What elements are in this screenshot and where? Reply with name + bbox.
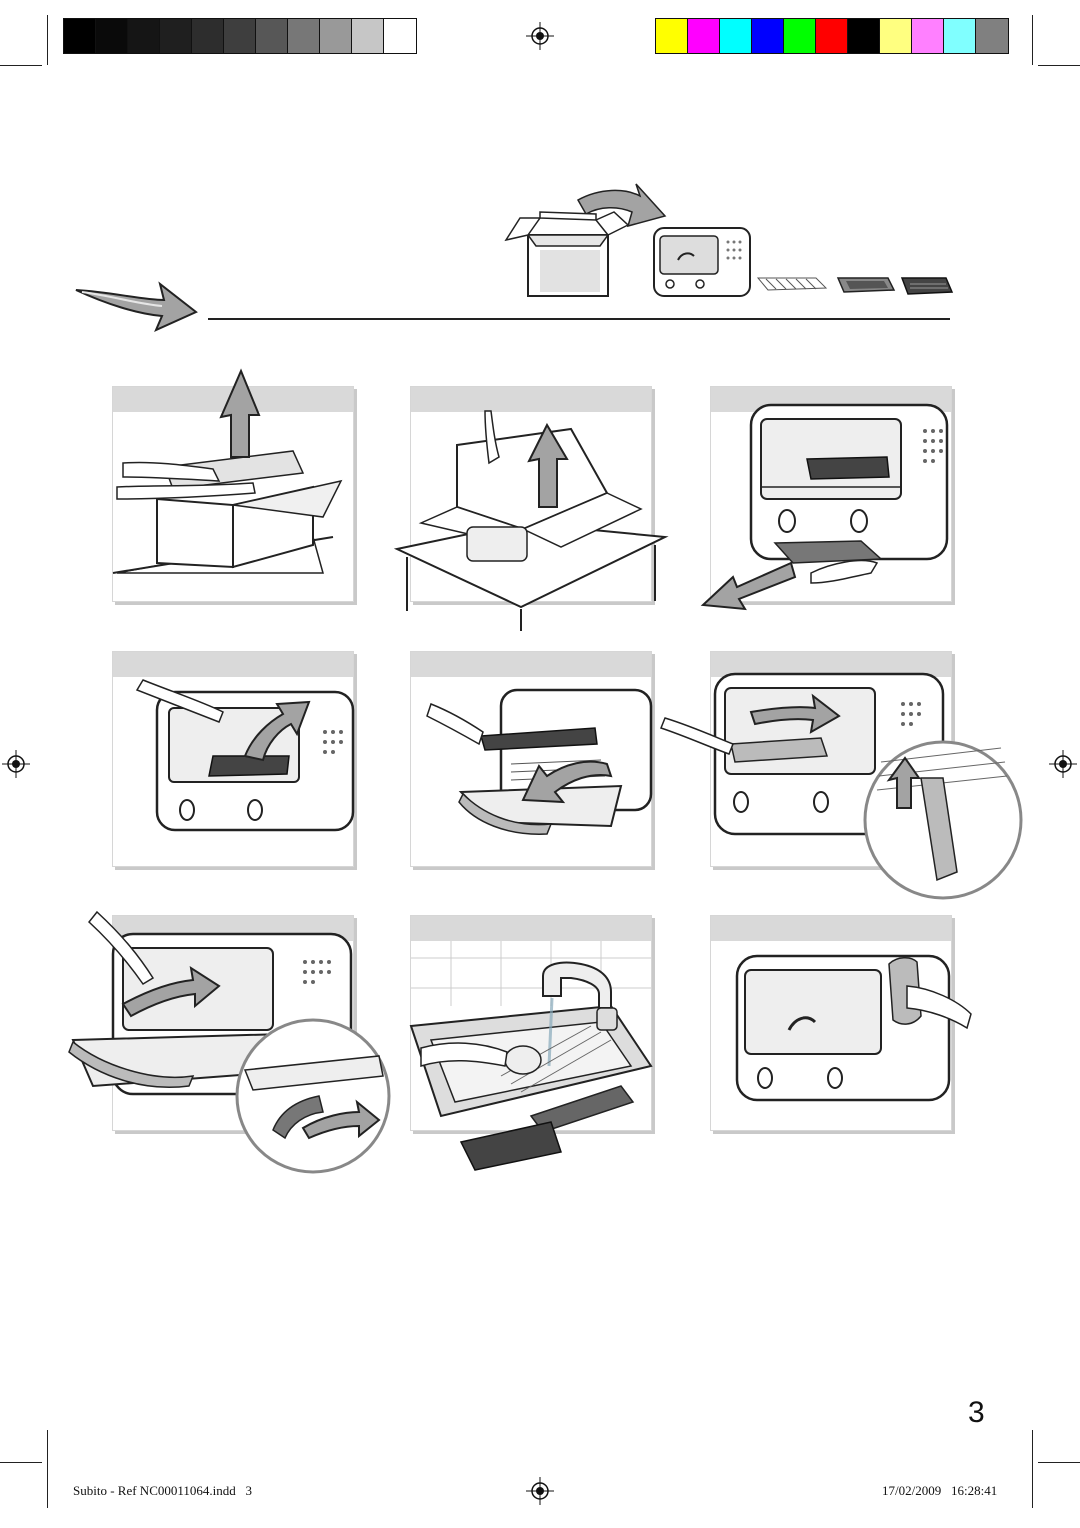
color-swatch xyxy=(384,19,416,53)
up-arrow-icon xyxy=(219,368,261,458)
panel-header-band xyxy=(411,387,651,412)
down-left-arrow-icon xyxy=(700,561,797,611)
step-4-panel xyxy=(112,651,355,867)
color-swatch xyxy=(976,19,1008,53)
registration-mark-icon xyxy=(2,750,30,778)
crop-mark xyxy=(0,65,42,66)
wipe-oven-illustration xyxy=(735,954,972,1102)
reinsert-rack-illustration xyxy=(68,910,391,1174)
panel-header-band xyxy=(711,916,951,941)
color-swatch xyxy=(160,19,192,53)
crop-mark xyxy=(0,1462,42,1463)
remove-wire-rack-illustration xyxy=(660,672,1023,900)
color-swatch xyxy=(288,19,320,53)
right-arrow-icon xyxy=(121,965,221,1018)
right-arrow-icon xyxy=(301,1099,381,1140)
color-swatch xyxy=(752,19,784,53)
wash-accessories-illustration xyxy=(409,941,653,1171)
step-7-panel xyxy=(68,910,391,1174)
registration-mark-icon xyxy=(1049,750,1077,778)
crumb-tray-icon xyxy=(836,277,896,293)
curved-right-arrow-icon xyxy=(576,183,667,228)
crop-mark xyxy=(1032,1430,1033,1508)
left-arrow-icon xyxy=(521,760,613,804)
right-arrow-icon xyxy=(749,693,841,734)
color-swatch xyxy=(816,19,848,53)
color-swatch xyxy=(256,19,288,53)
slug-timestamp: 17/02/2009 16:28:41 xyxy=(882,1483,998,1498)
crop-mark xyxy=(1038,1462,1080,1463)
right-arrow-icon xyxy=(75,281,198,332)
color-swatch xyxy=(848,19,880,53)
wire-rack-icon xyxy=(756,277,828,291)
color-swatch xyxy=(784,19,816,53)
baking-tray-icon xyxy=(900,277,954,295)
registration-mark-icon xyxy=(526,1477,554,1505)
color-swatch xyxy=(352,19,384,53)
step-1-panel xyxy=(112,368,354,602)
color-swatch xyxy=(880,19,912,53)
color-swatch xyxy=(224,19,256,53)
slug-file-info: Subito - Ref NC00011064.indd 3 xyxy=(73,1483,252,1498)
box-icon xyxy=(504,211,630,297)
grayscale-swatch-bar xyxy=(63,18,417,54)
step-2-panel xyxy=(393,386,669,631)
section-divider xyxy=(208,318,950,320)
color-swatch xyxy=(944,19,976,53)
unboxing-header-illustration xyxy=(504,183,954,297)
faucet-icon xyxy=(542,961,612,1009)
color-swatch xyxy=(912,19,944,53)
remove-crumb-tray-illustration xyxy=(700,403,949,611)
page-number: 3 xyxy=(968,1396,985,1429)
step-6-panel xyxy=(660,651,1023,900)
crop-mark xyxy=(47,1430,48,1508)
crop-mark xyxy=(1032,15,1033,65)
color-swatch xyxy=(320,19,352,53)
panel-header-band xyxy=(113,652,353,677)
crop-mark xyxy=(1038,65,1080,66)
color-swatch xyxy=(96,19,128,53)
color-swatch xyxy=(64,19,96,53)
oven-icon xyxy=(653,227,751,297)
up-right-arrow-icon xyxy=(243,700,311,762)
color-swatch xyxy=(688,19,720,53)
color-swatch xyxy=(192,19,224,53)
step-5-panel xyxy=(410,651,653,867)
step-3-panel xyxy=(700,386,952,611)
remove-tray-door-illustration xyxy=(426,688,653,835)
step-8-panel xyxy=(409,915,653,1171)
color-swatch-bar xyxy=(655,18,1009,54)
registration-mark-icon xyxy=(526,22,554,50)
color-swatch xyxy=(720,19,752,53)
color-swatch xyxy=(128,19,160,53)
step-9-panel xyxy=(710,915,972,1131)
color-swatch xyxy=(656,19,688,53)
remove-baking-tray-illustration xyxy=(135,679,355,832)
panel-header-band xyxy=(411,652,651,677)
up-arrow-icon xyxy=(886,756,921,809)
lift-oven-illustration xyxy=(393,410,669,631)
up-arrow-icon xyxy=(527,422,569,508)
panel-header-band xyxy=(411,916,651,941)
crop-mark xyxy=(47,15,48,65)
lift-packing-illustration xyxy=(112,368,343,574)
